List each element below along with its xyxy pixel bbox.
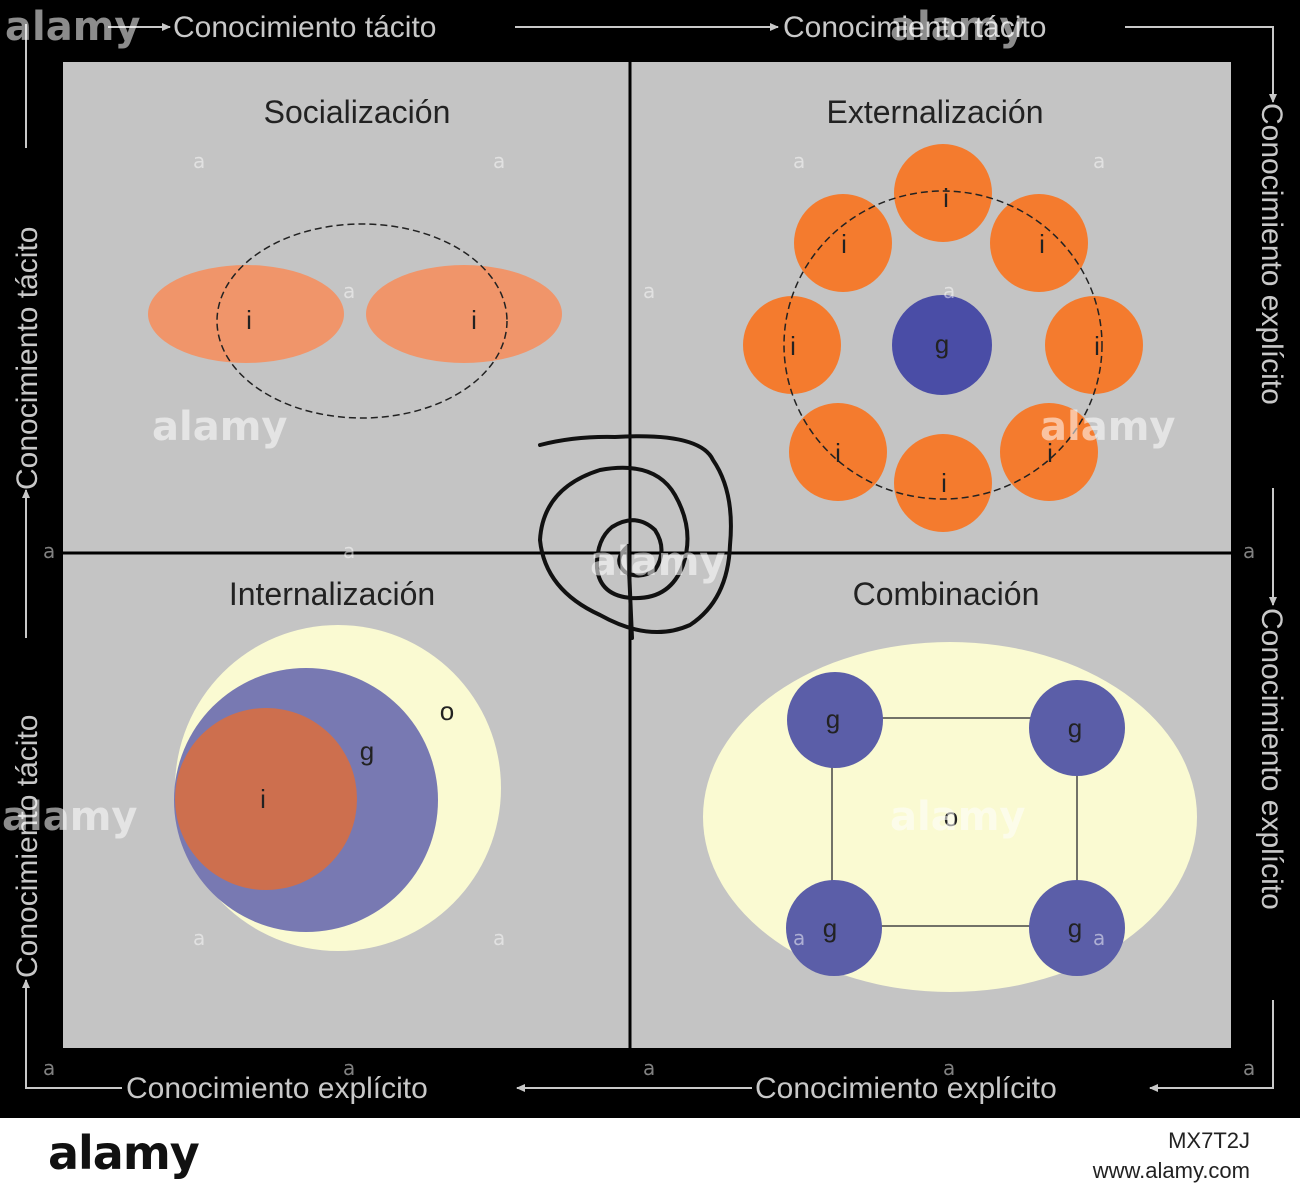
watermark-mark: a bbox=[643, 1056, 655, 1080]
watermark-mark: a bbox=[43, 1056, 55, 1080]
watermark-mark: a bbox=[493, 149, 505, 173]
label-o: o bbox=[944, 802, 958, 832]
watermark-mark: a bbox=[1093, 926, 1105, 950]
label-i: i bbox=[1047, 438, 1053, 468]
individual-circle bbox=[743, 296, 841, 394]
internalizacion-figure: i g o bbox=[174, 625, 501, 951]
watermark-marks: a a a a a a a a a a a a a a a a a a a bbox=[43, 149, 1255, 1080]
watermark-mark: a bbox=[343, 1056, 355, 1080]
watermark-mark: a bbox=[1243, 539, 1255, 563]
individual-ellipse-left bbox=[148, 265, 344, 363]
externalization-ring bbox=[783, 190, 1103, 500]
watermark-mark: a bbox=[793, 926, 805, 950]
individual-circle bbox=[990, 194, 1088, 292]
label-i-left: i bbox=[246, 305, 252, 335]
watermark-mark: a bbox=[493, 926, 505, 950]
watermark-mark: a bbox=[343, 279, 355, 303]
label-i-right: i bbox=[471, 305, 477, 335]
edge-label-right-lower: Conocimiento explícito bbox=[1255, 608, 1288, 910]
title-socializacion: Socialización bbox=[264, 94, 451, 130]
label-i: i bbox=[835, 438, 841, 468]
flow-arrows bbox=[22, 23, 1277, 1092]
connection-square bbox=[831, 717, 1078, 927]
individual-ellipse-right bbox=[366, 265, 562, 363]
label-i: i bbox=[841, 229, 847, 259]
watermark-text: alamy bbox=[2, 794, 137, 840]
watermark-mark: a bbox=[943, 1056, 955, 1080]
label-g: g bbox=[823, 913, 837, 943]
edge-label-top-right: Conocimiento tácito bbox=[783, 11, 1046, 44]
watermark-text: alamy bbox=[1040, 404, 1175, 450]
label-i: i bbox=[260, 784, 266, 814]
stock-image-id: MX7T2J bbox=[1168, 1128, 1250, 1153]
edge-label-left-upper: Conocimiento tácito bbox=[11, 227, 44, 490]
individual-circle bbox=[789, 403, 887, 501]
watermark-mark: a bbox=[343, 539, 355, 563]
label-g: g bbox=[1068, 913, 1082, 943]
label-i: i bbox=[941, 468, 947, 498]
watermark-mark: a bbox=[193, 149, 205, 173]
watermark-mark: a bbox=[793, 149, 805, 173]
group-circle bbox=[1029, 680, 1125, 776]
shared-space-ellipse bbox=[216, 223, 508, 419]
group-circle bbox=[787, 672, 883, 768]
title-externalizacion: Externalización bbox=[827, 94, 1044, 130]
label-i: i bbox=[1039, 229, 1045, 259]
socializacion-figure: i i bbox=[148, 223, 562, 419]
watermark-mark: a bbox=[43, 539, 55, 563]
label-g: g bbox=[935, 329, 949, 359]
watermark-text: alamy bbox=[890, 794, 1025, 840]
watermark-text: alamy bbox=[590, 539, 725, 585]
externalizacion-figure: i i i i i i i i g bbox=[743, 144, 1143, 532]
individual-circle bbox=[794, 194, 892, 292]
label-i: i bbox=[943, 183, 949, 213]
watermark-mark: a bbox=[1093, 149, 1105, 173]
edge-label-bottom-left: Conocimiento explícito bbox=[126, 1072, 428, 1105]
watermark-mark: a bbox=[193, 926, 205, 950]
group-circle bbox=[1029, 880, 1125, 976]
label-o: o bbox=[440, 696, 454, 726]
watermark-mark: a bbox=[943, 279, 955, 303]
individual-circle bbox=[175, 708, 357, 890]
watermark-text: alamy bbox=[5, 4, 140, 50]
stock-site-url: www.alamy.com bbox=[1092, 1158, 1250, 1183]
group-circle bbox=[786, 880, 882, 976]
watermark-mark: a bbox=[1243, 1056, 1255, 1080]
individual-circle bbox=[1045, 296, 1143, 394]
label-g: g bbox=[826, 704, 840, 734]
title-internalizacion: Internalización bbox=[229, 576, 435, 612]
group-circle bbox=[892, 295, 992, 395]
diagram-canvas: Conocimiento tácito Conocimiento tácito … bbox=[2, 4, 1288, 1105]
individual-circle bbox=[894, 434, 992, 532]
title-combinacion: Combinación bbox=[853, 576, 1040, 612]
label-i: i bbox=[1094, 331, 1100, 361]
edge-label-bottom-right: Conocimiento explícito bbox=[755, 1072, 1057, 1105]
combinacion-figure: g g g g o bbox=[703, 642, 1197, 992]
knowledge-spiral bbox=[538, 434, 733, 640]
watermark-mark: a bbox=[643, 279, 655, 303]
individual-circle bbox=[894, 144, 992, 242]
label-i: i bbox=[790, 331, 796, 361]
watermark-text: alamy bbox=[890, 4, 1025, 50]
watermark-text: alamy bbox=[152, 404, 287, 450]
label-g: g bbox=[360, 736, 374, 766]
edge-label-left-lower: Conocimiento tácito bbox=[11, 715, 44, 978]
stock-footer: alamy MX7T2J www.alamy.com bbox=[0, 1118, 1300, 1201]
label-g: g bbox=[1068, 713, 1082, 743]
edge-label-top-left: Conocimiento tácito bbox=[173, 11, 436, 44]
watermark: alamy alamy alamy alamy alamy alamy alam… bbox=[2, 4, 1175, 840]
edge-label-right-upper: Conocimiento explícito bbox=[1255, 103, 1288, 405]
alamy-logo: alamy bbox=[48, 1126, 200, 1180]
